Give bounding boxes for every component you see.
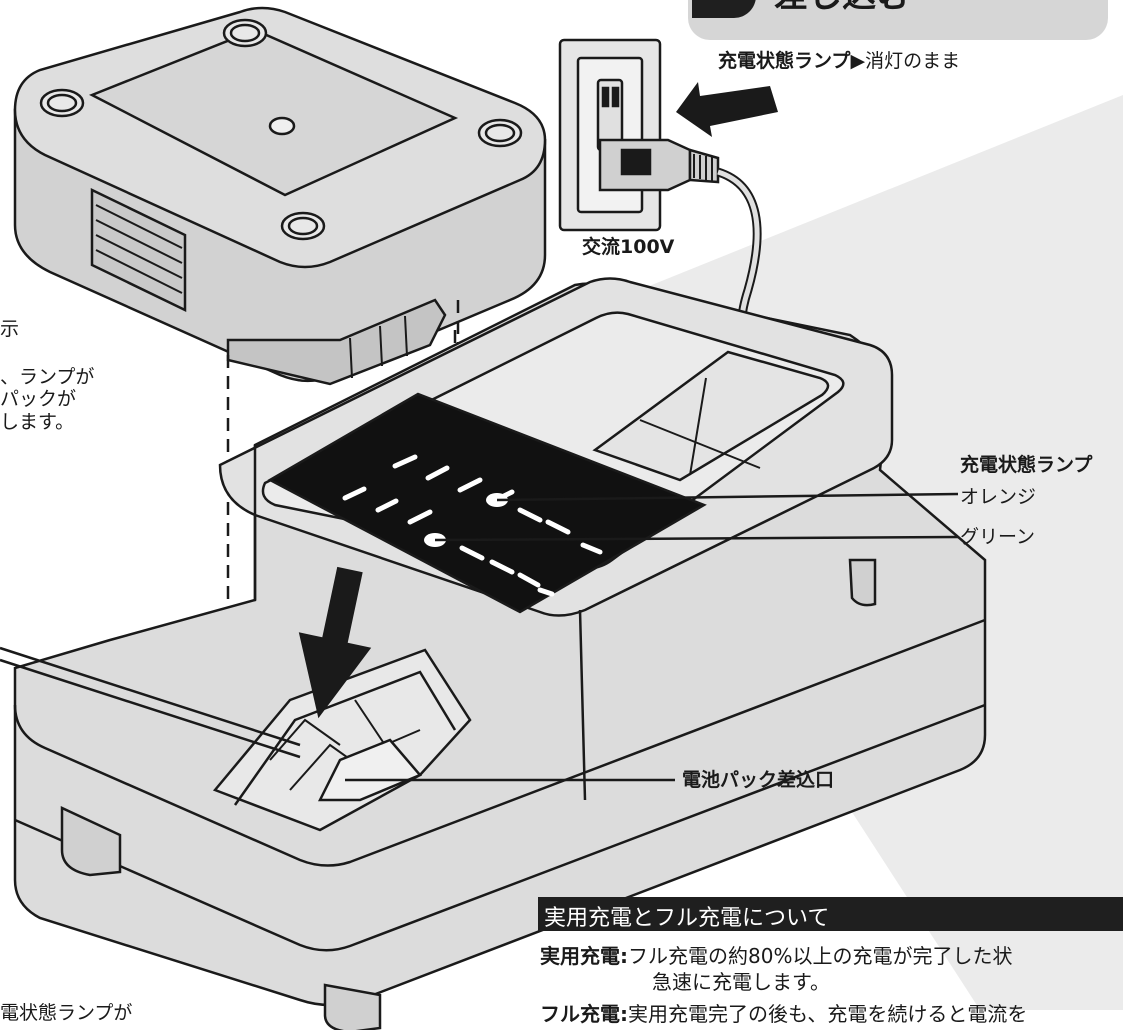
lamp-panel <box>267 392 707 614</box>
orange-label: オレンジ <box>960 486 1037 508</box>
step-number-badge <box>692 0 756 18</box>
left-text-line1: 示 <box>0 318 20 340</box>
section-header: 実用充電とフル充電について <box>538 897 1123 931</box>
power-plug <box>598 138 720 192</box>
full-text: 実用充電完了の後も、充電を続けると電流を <box>628 1002 1028 1026</box>
left-text-line3: パックが <box>0 388 77 410</box>
practical-text: フル充電の約80%以上の充電が完了した状 <box>628 944 1013 968</box>
practical-charge-row: 実用充電:フル充電の約80%以上の充電が完了した状 <box>540 944 1012 968</box>
section-title: 実用充電とフル充電について <box>544 906 830 931</box>
left-text-line4: します。 <box>0 411 75 433</box>
left-text-bottom: 電状態ランプが <box>0 1002 133 1024</box>
charger-base <box>13 277 987 1030</box>
lamp-status-value: 消灯のまま <box>865 50 961 72</box>
left-text-line2: 、ランプが <box>0 366 95 388</box>
push-down-arrow <box>298 566 372 719</box>
practical-text-continued: 急速に充電します。 <box>652 970 830 994</box>
lamp-status-label: 充電状態ランプ <box>718 50 851 72</box>
full-charge-row: フル充電:実用充電完了の後も、充電を続けると電流を <box>540 1002 1027 1026</box>
arrow-right-icon: ▶ <box>850 50 866 72</box>
voltage-label: 交流100V <box>582 236 675 258</box>
step-title: 差し込む <box>774 0 910 17</box>
full-colon: : <box>620 1002 628 1026</box>
green-label: グリーン <box>960 526 1036 548</box>
lamp-title-label: 充電状態ランプ <box>960 454 1093 476</box>
battery-pack <box>13 6 547 386</box>
wall-outlet <box>558 38 662 232</box>
full-term: フル充電 <box>540 1002 620 1026</box>
lamp-status-note: 充電状態ランプ▶消灯のまま <box>718 50 960 73</box>
slot-label: 電池パック差込口 <box>682 769 835 791</box>
step-tab: 差し込む <box>688 0 1108 40</box>
insert-arrow <box>676 82 778 137</box>
practical-colon: : <box>620 944 628 968</box>
practical-term: 実用充電 <box>540 944 620 968</box>
lamp-indicators <box>342 454 603 597</box>
leader-lines <box>0 492 959 782</box>
